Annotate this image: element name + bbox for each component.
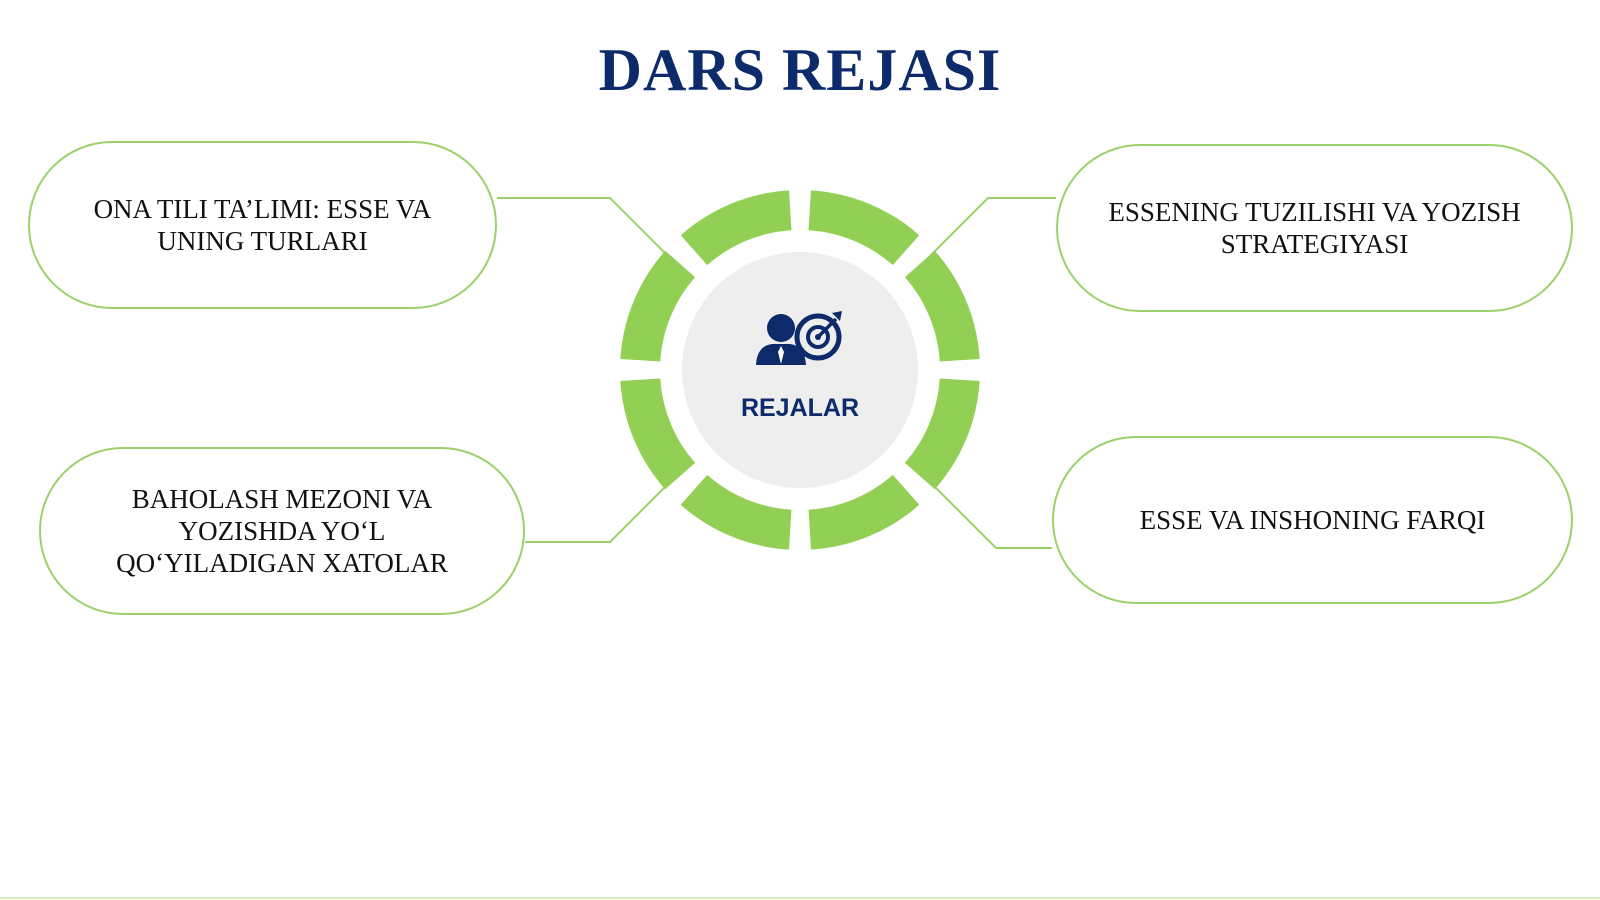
center-circle [682, 252, 918, 488]
page-title: DARS REJASI [598, 37, 1002, 103]
ring-segment [808, 474, 920, 550]
footer-divider [0, 897, 1600, 899]
segmented-ring [620, 190, 980, 550]
connector-line-top-left [497, 197, 667, 255]
center-label: REJALAR [740, 394, 860, 422]
ring-segment [904, 250, 980, 362]
plan-item-top-left: ONA TILI TA’LIMI: ESSE VA UNING TURLARI [28, 141, 497, 309]
plan-item-bottom-left: BAHOLASH MEZONI VA YOZISHDA YO‘L QO‘YILA… [39, 447, 525, 615]
ring-segment [680, 190, 792, 266]
ring-segment [680, 474, 792, 550]
ring-segment [620, 250, 696, 362]
ring-segment [808, 190, 920, 266]
plan-item-bottom-right: ESSE VA INSHONING FARQI [1052, 436, 1573, 604]
ring-segment [620, 378, 696, 490]
connector-line-top-right [929, 197, 1056, 257]
connector-line-bottom-left [525, 485, 667, 543]
ring-segment [904, 378, 980, 490]
connector-line-bottom-right [933, 485, 1052, 549]
businessman-target-icon [756, 311, 842, 365]
plan-item-top-right: ESSENING TUZILISHI VA YOZISH STRATEGIYAS… [1056, 144, 1573, 312]
